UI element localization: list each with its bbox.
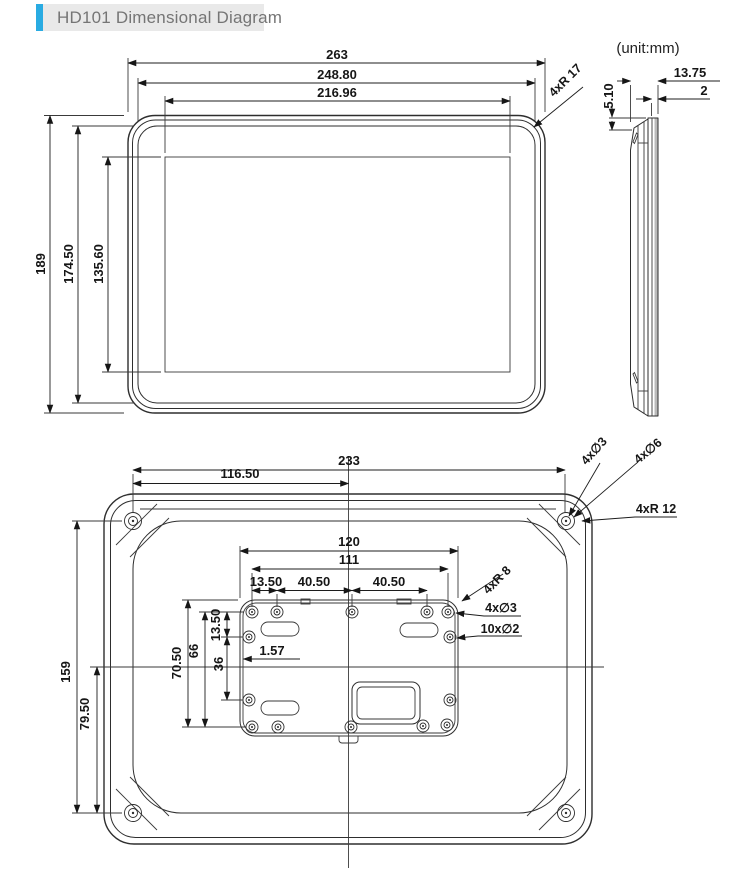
- dim-outer-height: 189: [33, 253, 48, 275]
- label-front-corner-radius: 4xR 17: [546, 61, 584, 99]
- dim-front-lip: 5.10: [601, 83, 616, 108]
- dim-bezel-width: 248.80: [317, 67, 357, 82]
- dim-hole-span-half-width: 116.50: [220, 466, 259, 481]
- back-view-outline: [90, 456, 604, 868]
- corner-screw-holes: [124, 512, 575, 822]
- front-view: 263 248.80 216.96 189 17: [33, 47, 585, 414]
- dim-side-hole-offset: 13.50: [208, 609, 223, 642]
- bottom-tab: [338, 735, 359, 744]
- label-corner-radius: 4xR 12: [636, 502, 676, 516]
- dim-hole-span-half-height: 79.50: [77, 698, 92, 731]
- mounting-plate: [239, 598, 459, 744]
- back-view: 233 116.50 159 79.50 4x∅3 4x∅6 4xR 12: [58, 434, 677, 868]
- dim-hole-span-width: 233: [338, 453, 360, 468]
- dim-hole-span-height: 159: [58, 661, 73, 683]
- connector-cutout: [351, 681, 421, 725]
- dim-hole-pitch-b: 40.50: [373, 574, 406, 589]
- dim-outer-width: 263: [326, 47, 348, 62]
- plate-slots: [260, 621, 439, 716]
- plate-holes: [242, 605, 457, 734]
- front-view-outline: [127, 114, 546, 414]
- back-view-dimensions: 233 116.50 159 79.50 4x∅3 4x∅6 4xR 12: [58, 434, 677, 814]
- dim-depth: 13.75: [674, 65, 707, 80]
- label-plate-corner-radius: 4xR 8: [480, 563, 514, 597]
- label-corner-counterbore: 4x∅6: [631, 435, 664, 466]
- header-accent-bar: [36, 4, 43, 31]
- dim-display-height: 135.60: [91, 244, 106, 284]
- label-plate-corner-holes: 4x∅3: [485, 601, 517, 615]
- dim-bezel-height: 174.50: [61, 244, 76, 284]
- header-bar: HD101 Dimensional Diagram: [36, 4, 282, 31]
- side-view: (unit:mm) 13.75: [601, 40, 720, 417]
- dim-wall-thickness: 1.57: [259, 643, 284, 658]
- dim-hole-pitch-a: 40.50: [298, 574, 331, 589]
- page-title: HD101 Dimensional Diagram: [57, 8, 283, 27]
- unit-label: (unit:mm): [616, 40, 679, 57]
- dim-plate-height: 70.50: [169, 647, 184, 680]
- dim-plate-width: 120: [338, 534, 360, 549]
- side-view-dimensions: 13.75 2 5.10: [601, 65, 720, 131]
- front-view-dimensions: 263 248.80 216.96 189 17: [33, 47, 585, 414]
- dim-side-hole-pitch: 36: [211, 657, 226, 671]
- dim-display-width: 216.96: [317, 85, 357, 100]
- dim-plate-hole-span: 111: [339, 552, 359, 567]
- dim-side-hole-span: 66: [186, 644, 201, 658]
- dim-edge-hole-offset: 13.50: [250, 574, 283, 589]
- dim-glass-thickness: 2: [700, 83, 707, 98]
- side-view-outline: [630, 117, 659, 417]
- label-corner-hole: 4x∅3: [578, 434, 610, 467]
- label-plate-small-holes: 10x∅2: [481, 622, 520, 636]
